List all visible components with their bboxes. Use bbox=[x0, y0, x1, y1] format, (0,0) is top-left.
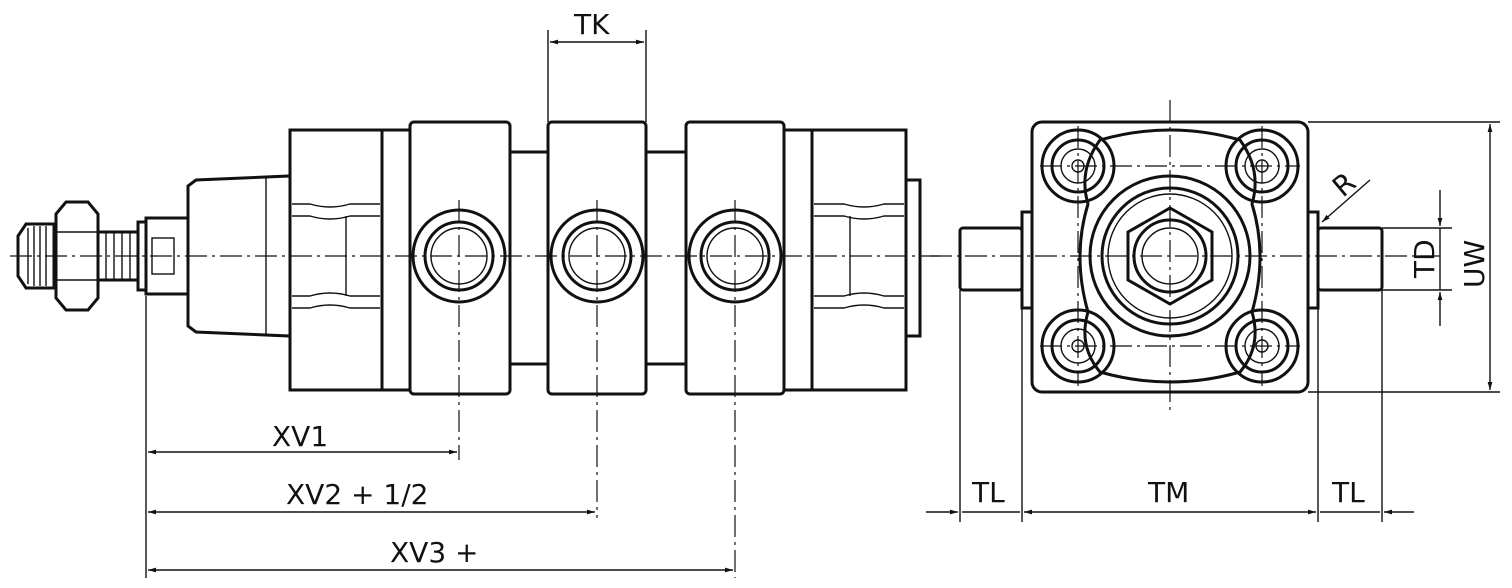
threaded-fitting bbox=[16, 200, 190, 312]
end-view: TL TM TL R TD UW bbox=[926, 100, 1500, 522]
tk-label: TK bbox=[573, 8, 610, 41]
tl-left-label: TL bbox=[971, 476, 1005, 509]
r-leader-line bbox=[1321, 179, 1371, 223]
tie-tubes bbox=[510, 150, 686, 366]
port-block-2 bbox=[546, 120, 648, 518]
xv3-label: XV3 + bbox=[390, 536, 479, 569]
trunnion-pin-right bbox=[1306, 210, 1384, 310]
side-view: TK XV1 XV2 + 1/2 XV3 + bbox=[10, 8, 940, 578]
xv2-label: XV2 + 1/2 bbox=[286, 478, 428, 511]
body-block-left bbox=[288, 128, 412, 392]
port-block-3 bbox=[684, 120, 786, 578]
td-label: TD bbox=[1408, 239, 1441, 279]
tl-right-label: TL bbox=[1331, 476, 1365, 509]
xv1-label: XV1 bbox=[272, 420, 328, 453]
trunnion-pin-left bbox=[958, 210, 1034, 310]
uw-label: UW bbox=[1458, 240, 1491, 288]
tm-label: TM bbox=[1147, 476, 1189, 509]
body-contour bbox=[1078, 128, 1262, 384]
r-label: R bbox=[1326, 166, 1362, 204]
body-block-right bbox=[782, 128, 922, 392]
port-block-1 bbox=[408, 120, 512, 460]
